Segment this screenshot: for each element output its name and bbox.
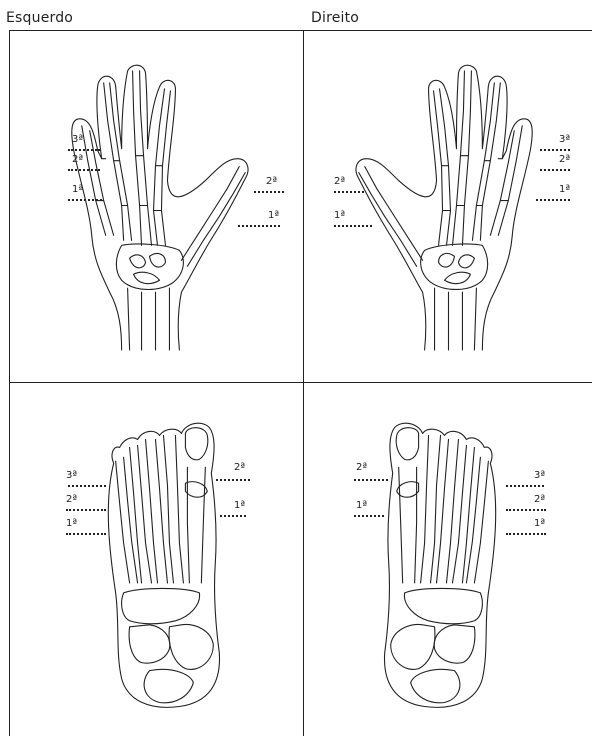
label-second-left-thumb: 2ª [266, 177, 277, 187]
label-first-right-hand: 1ª [559, 185, 570, 195]
right-hand-drawing [304, 31, 592, 382]
dotted-marker-hallux-2 [354, 479, 388, 481]
label-first-left-hand: 1ª [72, 185, 83, 195]
dotted-marker-thumb-1 [238, 225, 280, 227]
label-second-right-hand: 2ª [559, 155, 570, 165]
right-column-header: Direito [311, 10, 359, 26]
label-second-right-foot: 2ª [534, 495, 545, 505]
right-hand-panel: 3ª 2ª 1ª 2ª 1ª [304, 31, 592, 383]
dotted-marker-3 [68, 149, 100, 151]
dotted-marker-2 [66, 509, 106, 511]
dotted-marker-3 [68, 485, 106, 487]
dotted-marker-1 [536, 199, 570, 201]
dotted-marker-thumb-1 [334, 225, 372, 227]
left-foot-drawing [10, 383, 303, 736]
left-column-header: Esquerdo [6, 10, 73, 26]
label-second-left-hand: 2ª [72, 155, 83, 165]
left-hand-drawing [10, 31, 303, 382]
label-second-left-foot: 2ª [66, 495, 77, 505]
right-foot-drawing [304, 383, 592, 736]
label-second-right-thumb: 2ª [334, 177, 345, 187]
dotted-marker-hallux-2 [216, 479, 250, 481]
dotted-marker-thumb-2 [254, 191, 284, 193]
label-first-left-thumb: 1ª [268, 211, 279, 221]
dotted-marker-3 [506, 485, 544, 487]
label-first-left-foot: 1ª [66, 519, 77, 529]
dotted-marker-2 [68, 169, 100, 171]
dotted-marker-thumb-2 [334, 191, 364, 193]
label-first-right-thumb: 1ª [334, 211, 345, 221]
label-third-left-hand: 3ª [72, 135, 83, 145]
dotted-marker-1 [506, 533, 546, 535]
dotted-marker-hallux-1 [220, 515, 246, 517]
right-foot-panel: 2ª 1ª 3ª 2ª 1ª [304, 383, 592, 736]
left-foot-panel: 3ª 2ª 1ª 2ª 1ª [10, 383, 304, 736]
dotted-marker-2 [540, 169, 570, 171]
left-hand-panel: 3ª 2ª 1ª 2ª 1ª [10, 31, 304, 383]
label-first-right-hallux: 1ª [356, 501, 367, 511]
label-second-left-hallux: 2ª [234, 463, 245, 473]
label-first-right-foot: 1ª [534, 519, 545, 529]
dotted-marker-1 [68, 199, 102, 201]
dotted-marker-2 [506, 509, 546, 511]
dotted-marker-3 [540, 149, 570, 151]
label-third-right-hand: 3ª [559, 135, 570, 145]
anatomy-grid: 3ª 2ª 1ª 2ª 1ª 3ª [9, 30, 592, 736]
label-third-left-foot: 3ª [66, 471, 77, 481]
dotted-marker-1 [66, 533, 106, 535]
label-third-right-foot: 3ª [534, 471, 545, 481]
dotted-marker-hallux-1 [354, 515, 384, 517]
label-first-left-hallux: 1ª [234, 501, 245, 511]
label-second-right-hallux: 2ª [356, 463, 367, 473]
